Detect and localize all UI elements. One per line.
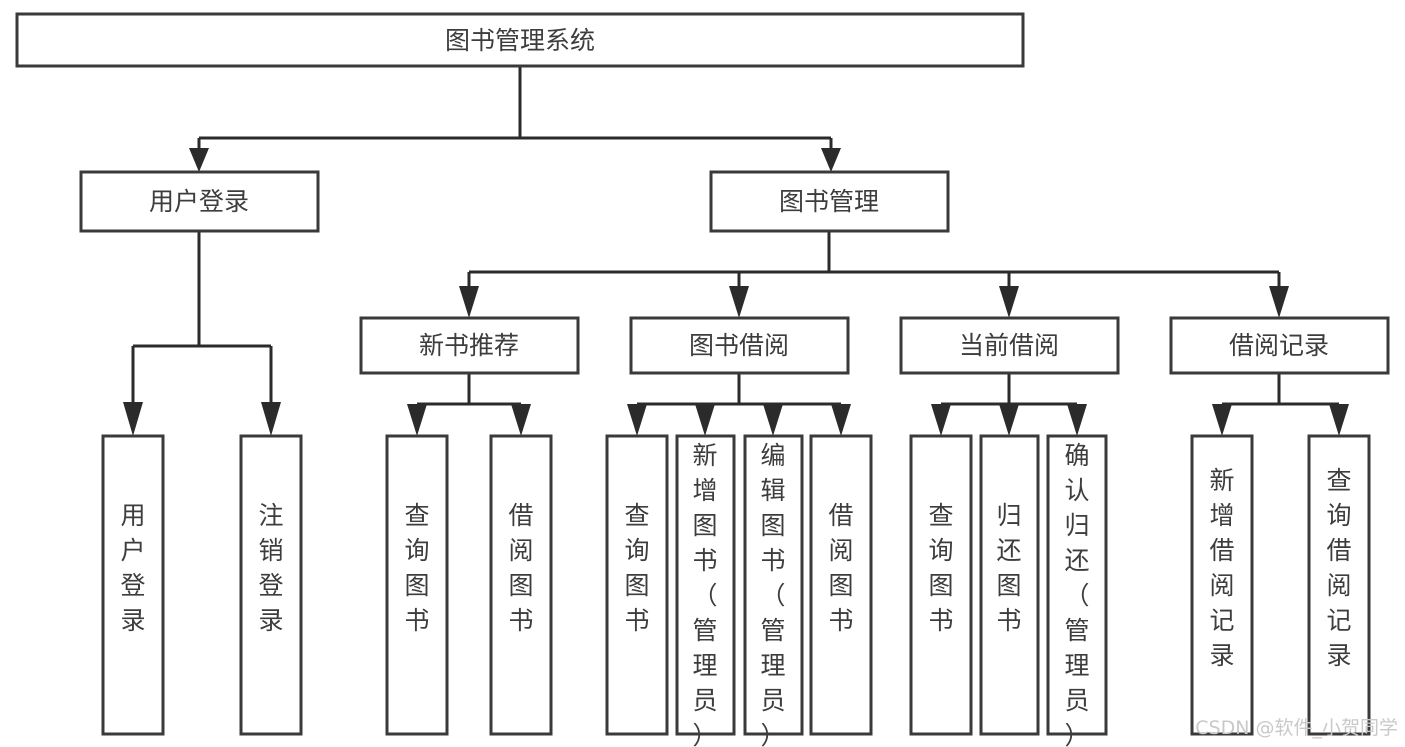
arrowhead-leaf-query-book-2 bbox=[627, 404, 647, 436]
leaf-node[interactable]: 编辑图书（管理员） bbox=[743, 434, 804, 747]
new-book-recommend-label: 新书推荐 bbox=[419, 331, 519, 360]
node-book-manage[interactable]: 图书管理 bbox=[709, 170, 950, 233]
leaf-logout-box[interactable] bbox=[239, 434, 303, 736]
node-current-borrow[interactable]: 当前借阅 bbox=[899, 316, 1120, 375]
leaf-borrow-book-1-label: 借阅图书 bbox=[508, 501, 533, 635]
leaf-borrow-book-1-box[interactable] bbox=[489, 434, 553, 736]
book-borrow-box[interactable] bbox=[629, 316, 850, 375]
arrowhead-leaf-add-record bbox=[1212, 404, 1232, 436]
arrowhead-leaf-edit-book bbox=[763, 404, 783, 436]
leaf-add-record-label: 新增借阅记录 bbox=[1209, 466, 1234, 670]
leaf-query-record-label: 查询借阅记录 bbox=[1326, 466, 1351, 670]
arrowhead-leaf-logout bbox=[261, 402, 281, 436]
arrowhead-user-login bbox=[189, 148, 209, 172]
arrowhead-new-book-recommend bbox=[459, 286, 479, 318]
node-user-login[interactable]: 用户登录 bbox=[79, 170, 320, 233]
leaf-node[interactable]: 查询图书 bbox=[909, 434, 973, 736]
leaf-query-book-1-box[interactable] bbox=[385, 434, 449, 736]
leaf-borrow-book-2-box[interactable] bbox=[809, 434, 873, 736]
book-manage-box[interactable] bbox=[709, 170, 950, 233]
arrowhead-leaf-borrow-book-1 bbox=[511, 404, 531, 436]
arrowhead-borrow-record bbox=[1269, 286, 1289, 318]
leaf-node[interactable]: 查询图书 bbox=[385, 434, 449, 736]
arrowhead-leaf-query-book-3 bbox=[931, 404, 951, 436]
new-book-recommend-box[interactable] bbox=[359, 316, 580, 375]
leaf-add-record-box[interactable] bbox=[1190, 434, 1254, 736]
leaf-query-book-2-box[interactable] bbox=[605, 434, 669, 736]
arrowhead-leaf-user-login bbox=[123, 402, 143, 436]
node-new-book-recommend[interactable]: 新书推荐 bbox=[359, 316, 580, 375]
leaf-node[interactable]: 借阅图书 bbox=[809, 434, 873, 736]
leaf-node[interactable]: 新增图书（管理员） bbox=[675, 434, 736, 747]
arrowhead-book-borrow bbox=[729, 286, 749, 318]
leaf-node[interactable]: 查询图书 bbox=[605, 434, 669, 736]
leaf-node[interactable]: 确认归还（管理员） bbox=[1046, 434, 1108, 747]
arrowhead-book-manage bbox=[821, 148, 841, 172]
borrow-record-box[interactable] bbox=[1169, 316, 1390, 375]
book-manage-label: 图书管理 bbox=[779, 187, 879, 216]
borrow-record-label: 借阅记录 bbox=[1229, 331, 1329, 360]
leaf-query-book-2-label: 查询图书 bbox=[624, 501, 649, 635]
leaf-node[interactable]: 查询借阅记录 bbox=[1307, 434, 1371, 736]
leaf-node[interactable]: 注销登录 bbox=[239, 434, 303, 736]
leaf-user-login-label: 用户登录 bbox=[120, 501, 145, 635]
leaf-return-book-box[interactable] bbox=[979, 434, 1040, 736]
leaf-user-login-box[interactable] bbox=[101, 434, 165, 736]
arrowhead-leaf-borrow-book-2 bbox=[831, 404, 851, 436]
arrowhead-leaf-return-book bbox=[999, 404, 1019, 436]
current-borrow-label: 当前借阅 bbox=[959, 331, 1059, 360]
leaf-add-book-label: 新增图书（管理员） bbox=[692, 441, 717, 747]
node-book-borrow[interactable]: 图书借阅 bbox=[629, 316, 850, 375]
arrowhead-leaf-query-book-1 bbox=[407, 404, 427, 436]
leaf-node[interactable]: 借阅图书 bbox=[489, 434, 553, 736]
leaf-edit-book-label: 编辑图书（管理员） bbox=[760, 441, 785, 747]
user-login-label: 用户登录 bbox=[149, 187, 249, 216]
leaf-query-book-3-box[interactable] bbox=[909, 434, 973, 736]
user-login-box[interactable] bbox=[79, 170, 320, 233]
leaf-edit-book-box[interactable] bbox=[743, 434, 804, 736]
leaf-query-record-box[interactable] bbox=[1307, 434, 1371, 736]
leaf-node[interactable]: 归还图书 bbox=[979, 434, 1040, 736]
arrowhead-leaf-add-book bbox=[695, 404, 715, 436]
leaf-node[interactable]: 用户登录 bbox=[101, 434, 165, 736]
node-borrow-record[interactable]: 借阅记录 bbox=[1169, 316, 1390, 375]
leaf-confirm-return-label: 确认归还（管理员） bbox=[1064, 441, 1089, 747]
root-box[interactable] bbox=[15, 12, 1025, 68]
leaf-query-book-3-label: 查询图书 bbox=[928, 501, 953, 635]
leaf-query-book-1-label: 查询图书 bbox=[404, 501, 429, 635]
connector-layer bbox=[123, 66, 1349, 436]
leaf-confirm-return-box[interactable] bbox=[1046, 434, 1108, 736]
arrowhead-leaf-confirm-return bbox=[1067, 404, 1087, 436]
leaf-node[interactable]: 新增借阅记录 bbox=[1190, 434, 1254, 736]
arrowhead-leaf-query-record bbox=[1329, 404, 1349, 436]
current-borrow-box[interactable] bbox=[899, 316, 1120, 375]
leaf-logout-label: 注销登录 bbox=[258, 501, 283, 635]
leaf-borrow-book-2-label: 借阅图书 bbox=[828, 501, 853, 635]
leaf-return-book-label: 归还图书 bbox=[996, 501, 1021, 635]
csdn-watermark: CSDN @软件_小贺同学 bbox=[1195, 717, 1398, 739]
leaf-add-book-box[interactable] bbox=[675, 434, 736, 736]
root-label: 图书管理系统 bbox=[445, 26, 595, 55]
arrowhead-current-borrow bbox=[999, 286, 1019, 318]
node-root[interactable]: 图书管理系统 bbox=[15, 12, 1025, 68]
book-borrow-label: 图书借阅 bbox=[689, 331, 789, 360]
